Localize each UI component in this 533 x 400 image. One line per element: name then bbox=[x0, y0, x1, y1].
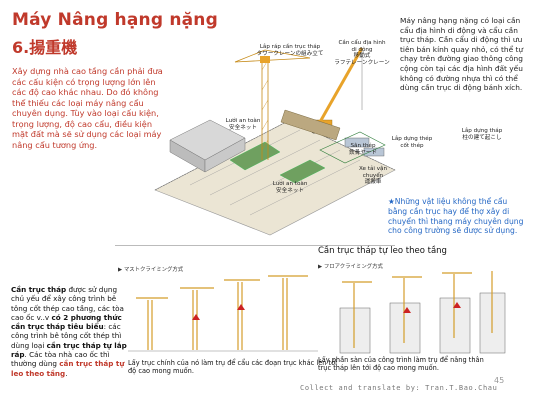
tower-crane bbox=[234, 49, 311, 160]
method2-label: ▶ フロアクライミング方式 bbox=[318, 264, 383, 270]
construction-site-illustration bbox=[154, 47, 396, 236]
method2-heading: Cần trục tháp tự leo theo tầng bbox=[318, 246, 447, 256]
rebar-net-2 bbox=[279, 159, 326, 184]
divider bbox=[115, 245, 395, 246]
mast-climbing-diagram bbox=[128, 275, 318, 352]
truck-1 bbox=[344, 137, 370, 148]
rebar-net-1 bbox=[229, 141, 281, 171]
page-number: 45 bbox=[494, 376, 505, 385]
crane-cab bbox=[260, 56, 270, 63]
footer-credit: Collect and translate by: Tran.T.Bao.Cha… bbox=[300, 384, 498, 392]
bottom-left-text: Cần trục tháp được sử dụng chủ yếu để xâ… bbox=[11, 285, 127, 378]
floor-climbing-diagram bbox=[339, 271, 506, 354]
method1-label: ▶ マストクライミング方式 bbox=[118, 267, 184, 273]
steel-truss bbox=[280, 109, 341, 141]
intro-right-text: Máy nâng hạng nặng có loại cần cẩu địa h… bbox=[400, 16, 524, 93]
page-subtitle: 6.揚重機 bbox=[12, 38, 78, 57]
safety-net bbox=[319, 131, 386, 164]
intro-red-text: Xây dựng nhà cao tầng cần phải đưa các c… bbox=[12, 66, 163, 150]
caption-method2: Lấy phần sàn của công trình làm trụ để n… bbox=[318, 356, 484, 373]
page-title: Máy Nâng hạng nặng bbox=[12, 10, 218, 30]
truck-2 bbox=[363, 147, 385, 157]
caption-method1: Lấy trục chính của nó làm trụ để cẩu các… bbox=[128, 359, 337, 376]
site-fence bbox=[154, 119, 396, 191]
note-blue-text: ★Những vật liệu không thể cẩu bằng cần t… bbox=[388, 197, 524, 236]
